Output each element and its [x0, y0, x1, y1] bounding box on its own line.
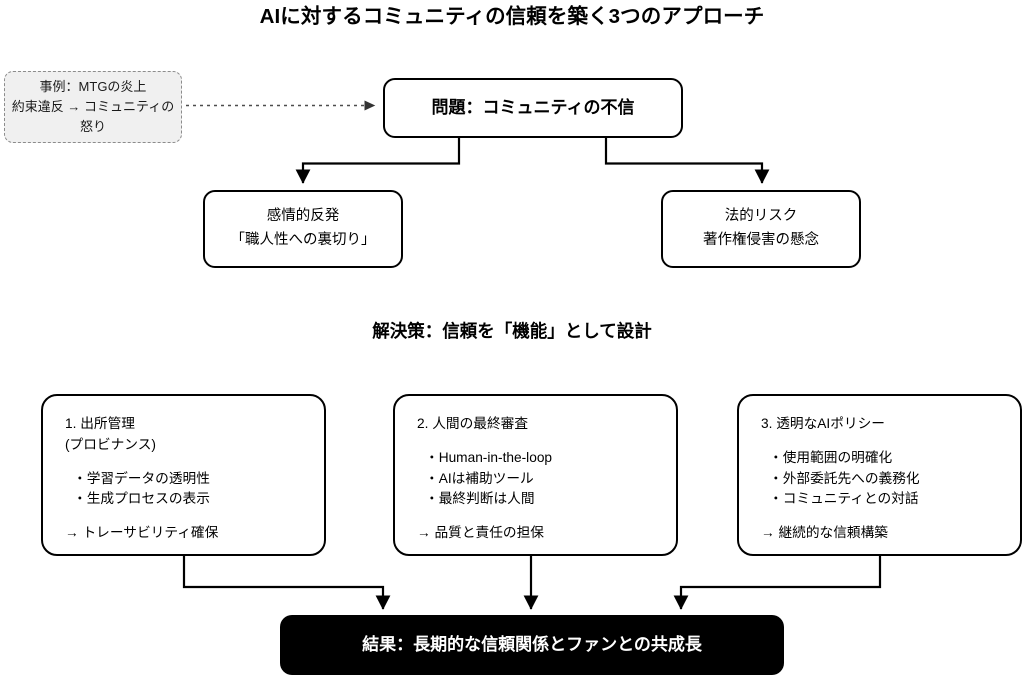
connector-problem-to-emotional [295, 138, 461, 184]
solution-card-human-review: 2. 人間の最終審査 ・Human-in-the-loop ・AIは補助ツール … [393, 394, 678, 556]
consequence-emotional-line-1: 感情的反発 [266, 208, 340, 225]
connector-card3-to-result [673, 556, 882, 610]
solution-card-1-bullet-2: ・生成プロセスの表示 [73, 491, 210, 507]
example-line-2: 約束違反 → コミュニティの [11, 98, 175, 114]
solution-card-3-bullets: ・使用範囲の明確化 ・外部委託先への義務化 ・コミュニティとの対話 [761, 448, 1020, 510]
connector-card1-to-result [182, 556, 391, 610]
page-title: AIに対するコミュニティの信頼を築く3つのアプローチ [259, 5, 765, 28]
solution-card-1-outcome: → トレーサビリティ確保 [65, 525, 219, 541]
solution-card-2-bullet-3: ・最終判断は人間 [425, 491, 535, 507]
result-label: 結果：長期的な信頼関係とファンとの共成長 [362, 634, 702, 654]
solution-card-1-bullets: ・学習データの透明性 ・生成プロセスの表示 [65, 469, 324, 511]
solution-card-2-bullets: ・Human-in-the-loop ・AIは補助ツール ・最終判断は人間 [417, 448, 676, 510]
solution-card-provenance: 1. 出所管理 (プロビナンス) ・学習データの透明性 ・生成プロセスの表示 →… [41, 394, 326, 556]
solution-card-1-heading: 1. 出所管理 (プロビナンス) [65, 416, 156, 452]
consequence-node-emotional: 感情的反発 「職人性への裏切り」 [203, 190, 403, 268]
consequence-node-legal: 法的リスク 著作権侵害の懸念 [661, 190, 861, 268]
problem-node: 問題：コミュニティの不信 [383, 78, 683, 138]
solution-card-3-heading: 3. 透明なAIポリシー [761, 416, 885, 431]
consequence-legal-line-1: 法的リスク [724, 208, 798, 225]
consequence-emotional-line-2: 「職人性への裏切り」 [230, 232, 376, 248]
solution-card-ai-policy: 3. 透明なAIポリシー ・使用範囲の明確化 ・外部委託先への義務化 ・コミュニ… [737, 394, 1022, 556]
section-title-solutions: 解決策：信頼を「機能」として設計 [372, 321, 652, 341]
solution-card-3-bullet-3: ・コミュニティとの対話 [769, 491, 919, 507]
solution-card-3-bullet-1: ・使用範囲の明確化 [769, 449, 893, 465]
solution-card-2-heading: 2. 人間の最終審査 [417, 416, 529, 431]
solution-card-3-outcome: → 継続的な信頼構築 [761, 525, 888, 541]
connector-problem-to-legal [604, 138, 770, 184]
solution-card-1-bullet-1: ・学習データの透明性 [73, 470, 210, 486]
example-line-3: 怒り [79, 119, 106, 135]
solution-card-2-bullet-2: ・AIは補助ツール [425, 470, 534, 486]
solution-card-2-bullet-1: ・Human-in-the-loop [425, 449, 553, 465]
solution-card-2-outcome: → 品質と責任の担保 [417, 525, 544, 541]
problem-label: 問題：コミュニティの不信 [431, 97, 635, 117]
example-line-1: 事例：MTGの炎上 [39, 78, 147, 94]
solution-card-3-bullet-2: ・外部委託先への義務化 [769, 470, 920, 486]
consequence-legal-line-2: 著作権侵害の懸念 [703, 232, 819, 248]
result-node: 結果：長期的な信頼関係とファンとの共成長 [280, 615, 784, 675]
example-case-box: 事例：MTGの炎上 約束違反 → コミュニティの 怒り [4, 71, 182, 143]
